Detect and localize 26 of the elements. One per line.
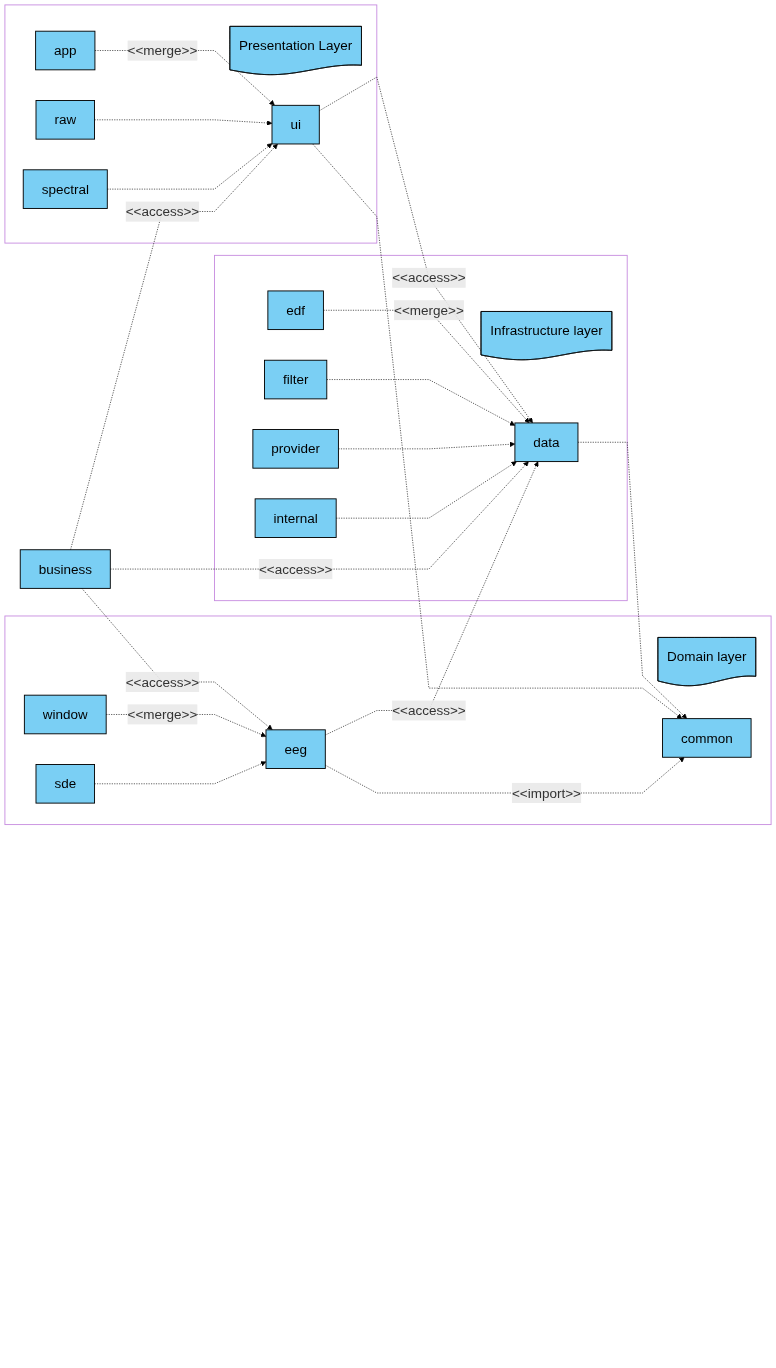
node-box: spectral	[22, 169, 108, 209]
node-box: data	[514, 422, 579, 463]
node-box: ui	[271, 104, 320, 145]
node-box: internal	[254, 498, 337, 538]
edge-label: <<merge>>	[394, 302, 464, 318]
edge-label: <<import>>	[511, 785, 581, 801]
cluster	[4, 615, 772, 826]
node-box: raw	[35, 100, 95, 140]
edge-label: <<access>>	[125, 203, 200, 220]
node-box: sde	[35, 764, 95, 804]
node-box: filter	[264, 359, 328, 400]
cluster	[4, 4, 378, 244]
node-box: common	[662, 718, 752, 758]
edge-label: <<access>>	[392, 270, 466, 286]
edge-label: <<merge>>	[127, 706, 198, 723]
edge-label: <<merge>>	[127, 42, 198, 59]
node-box: app	[35, 30, 96, 71]
edge-label: <<access>>	[258, 561, 333, 577]
node-box: window	[23, 694, 107, 735]
edge-label: <<access>>	[125, 674, 200, 690]
cluster	[214, 254, 628, 602]
node-box: provider	[252, 429, 339, 469]
node-box: edf	[267, 290, 324, 331]
edge-label: <<access>>	[392, 702, 466, 719]
node-box: business	[19, 549, 111, 589]
node-box: eeg	[265, 729, 326, 769]
